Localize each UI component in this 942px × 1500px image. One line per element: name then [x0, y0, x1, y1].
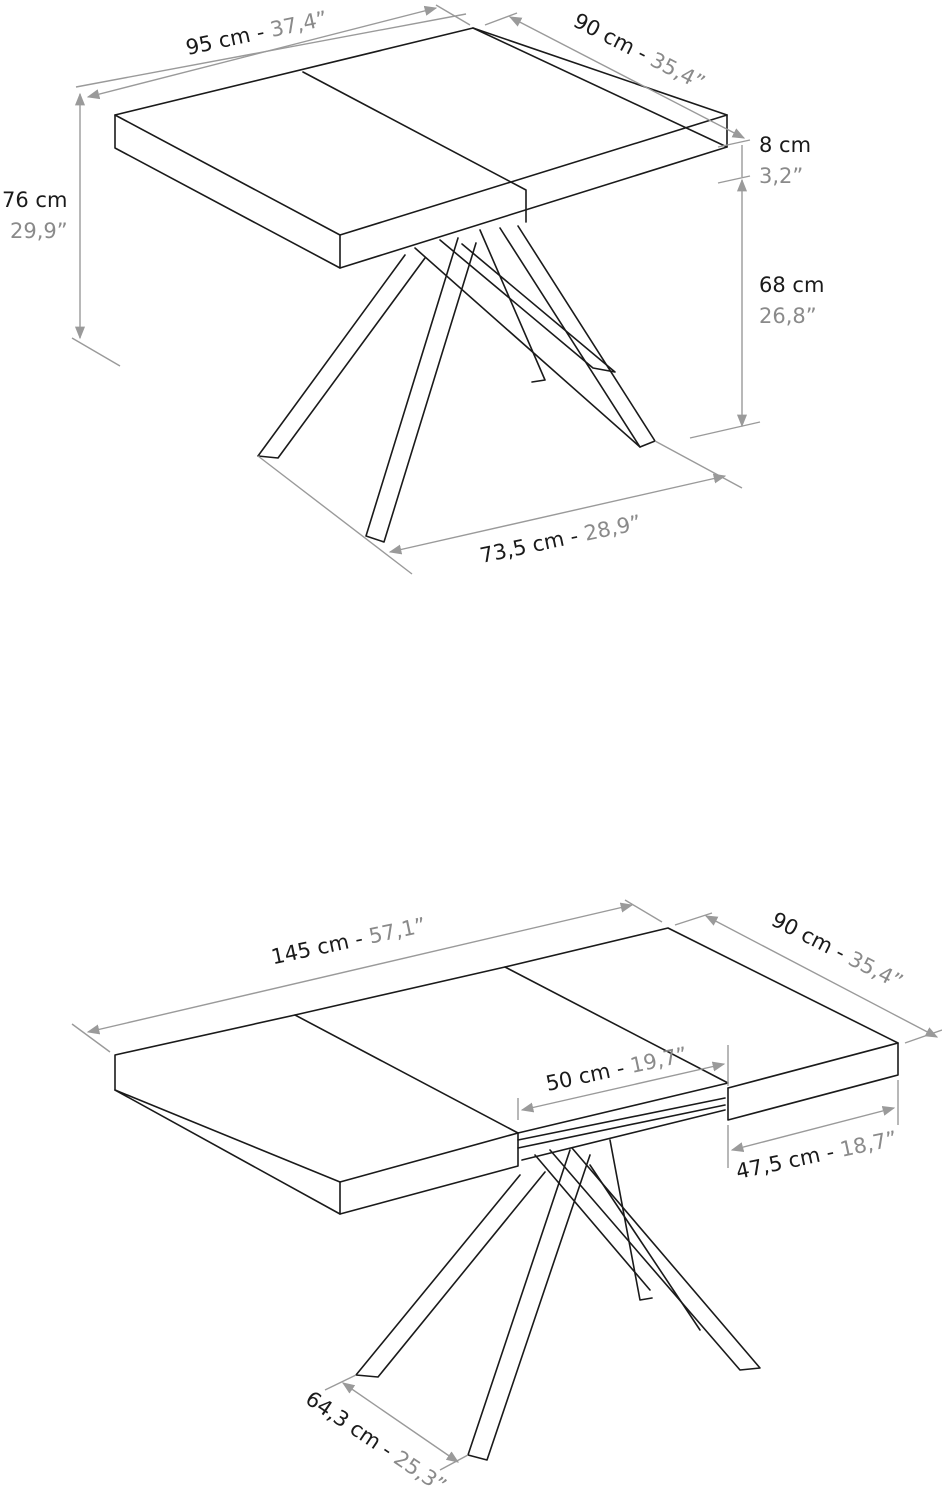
svg-text:90 cm - 35,4”: 90 cm - 35,4”	[768, 907, 907, 994]
closed-table-dimensions	[71, 4, 761, 575]
label-depth-2: 90 cm - 35,4”	[768, 907, 907, 994]
svg-text:90 cm - 35,4”: 90 cm - 35,4”	[570, 8, 709, 95]
extension-cm: 50 cm	[544, 1059, 613, 1096]
width-cm-1: 95 cm	[184, 23, 253, 60]
svg-text:145 cm - 57,1”: 145 cm - 57,1”	[269, 913, 428, 969]
svg-text:95 cm - 37,4”: 95 cm - 37,4”	[184, 6, 330, 59]
extended-table-dimensions	[71, 899, 942, 1471]
label-width-2: 145 cm - 57,1”	[269, 913, 428, 969]
top-thickness-cm: 8 cm	[759, 133, 811, 157]
width-in-1: 37,4”	[268, 6, 329, 41]
side-in: 18,7”	[838, 1126, 899, 1161]
top-thickness-in: 3,2”	[759, 164, 803, 188]
label-width-1: 95 cm - 37,4”	[184, 6, 330, 59]
extended-table-drawing	[114, 927, 899, 1461]
closed-table-legs	[257, 225, 656, 543]
depth-cm-1: 90 cm	[570, 8, 639, 59]
depth-in-1: 35,4”	[647, 48, 709, 96]
height-in-1: 29,9”	[10, 219, 68, 243]
closed-table-drawing	[114, 27, 728, 543]
closed-table-top	[114, 27, 728, 269]
extended-table-legs	[355, 1139, 761, 1461]
extension-in: 19,7”	[628, 1042, 689, 1077]
depth-cm-2: 90 cm	[768, 907, 837, 958]
leg-height-in: 26,8”	[759, 304, 817, 328]
label-side: 47,5 cm - 18,7”	[734, 1126, 899, 1184]
depth-in-2: 35,4”	[845, 947, 907, 995]
width-in-2: 57,1”	[367, 913, 428, 948]
side-cm: 47,5 cm	[734, 1143, 823, 1184]
base-depth-in: 25,3”	[389, 1446, 450, 1498]
svg-text:47,5 cm - 18,7”: 47,5 cm - 18,7”	[734, 1126, 899, 1184]
svg-text:73,5 cm - 28,9”: 73,5 cm - 28,9”	[478, 510, 643, 568]
label-depth-1: 90 cm - 35,4”	[570, 8, 709, 95]
label-base-1: 73,5 cm - 28,9”	[478, 510, 643, 568]
base-width-in: 28,9”	[582, 510, 643, 545]
leg-height-cm: 68 cm	[759, 273, 824, 297]
base-depth-cm: 64,3 cm	[301, 1386, 385, 1454]
width-cm-2: 145 cm	[269, 929, 351, 969]
height-cm-1: 76 cm	[2, 188, 67, 212]
base-width-cm: 73,5 cm	[478, 527, 567, 568]
